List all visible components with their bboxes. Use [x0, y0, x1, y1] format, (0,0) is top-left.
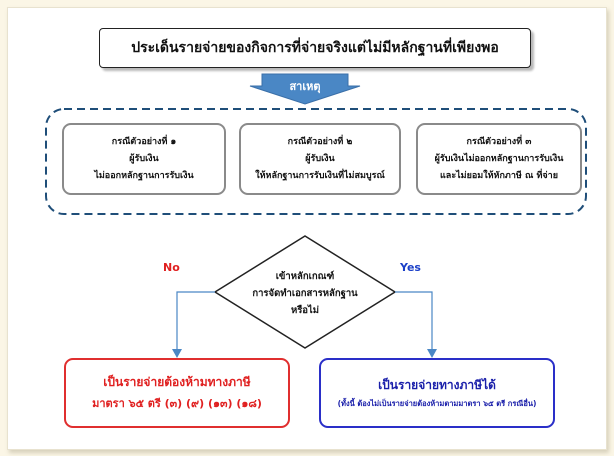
yes-label: Yes: [400, 261, 421, 274]
result-yes-box: เป็นรายจ่ายทางภาษีได้ (ทั้งนี้ ต้องไม่เป…: [319, 358, 555, 428]
diagram-title-text: ประเด็นรายจ่ายของกิจการที่จ่ายจริงแต่ไม่…: [131, 40, 499, 56]
yes-branch-line: [395, 291, 433, 355]
case-3-line1: ผู้รับเงินไม่ออกหลักฐานการรับเงิน: [434, 153, 564, 164]
decision-diamond: [213, 235, 397, 349]
no-branch-arrowhead: [172, 349, 182, 358]
yes-branch-arrowhead: [427, 349, 437, 358]
case-2-line2: ให้หลักฐานการรับเงินที่ไม่สมบูรณ์: [255, 170, 385, 181]
no-branch-line: [176, 291, 215, 355]
case-1-line1: ผู้รับเงิน: [129, 153, 159, 164]
decision-text: เข้าหลักเกณฑ์ การจัดทำเอกสารหลักฐาน หรือ…: [233, 262, 377, 324]
case-3-line2: และไม่ยอมให้หักภาษี ณ ที่จ่าย: [440, 170, 558, 181]
diagram-title: ประเด็นรายจ่ายของกิจการที่จ่ายจริงแต่ไม่…: [99, 28, 531, 68]
cause-arrow: [249, 73, 361, 105]
case-3-heading: กรณีตัวอย่างที่ ๓: [466, 136, 532, 147]
case-2-heading: กรณีตัวอย่างที่ ๒: [287, 136, 353, 147]
case-box-2: กรณีตัวอย่างที่ ๒ ผู้รับเงิน ให้หลักฐานก…: [239, 123, 401, 195]
result-no-box: เป็นรายจ่ายต้องห้ามทางภาษี มาตรา ๖๕ ตรี …: [64, 358, 290, 428]
result-no-detail: มาตรา ๖๕ ตรี (๓) (๙) (๑๓) (๑๘): [92, 397, 262, 410]
case-2-line1: ผู้รับเงิน: [305, 153, 335, 164]
result-yes-title: เป็นรายจ่ายทางภาษีได้: [378, 378, 496, 392]
case-box-3: กรณีตัวอย่างที่ ๓ ผู้รับเงินไม่ออกหลักฐา…: [416, 123, 582, 195]
result-no-title: เป็นรายจ่ายต้องห้ามทางภาษี: [103, 375, 251, 389]
decision-line2: การจัดทำเอกสารหลักฐาน: [252, 287, 358, 299]
cause-label: สาเหตุ: [289, 80, 321, 93]
case-1-line2: ไม่ออกหลักฐานการรับเงิน: [94, 170, 194, 181]
result-yes-detail: (ทั้งนี้ ต้องไม่เป็นรายจ่ายต้องห้ามตามมา…: [337, 399, 537, 408]
cases-container: [45, 108, 587, 215]
no-label: No: [163, 261, 180, 274]
decision-line1: เข้าหลักเกณฑ์: [275, 270, 335, 282]
case-1-heading: กรณีตัวอย่างที่ ๑: [111, 136, 177, 147]
case-box-1: กรณีตัวอย่างที่ ๑ ผู้รับเงิน ไม่ออกหลักฐ…: [62, 123, 226, 195]
decision-line3: หรือไม่: [290, 304, 320, 316]
